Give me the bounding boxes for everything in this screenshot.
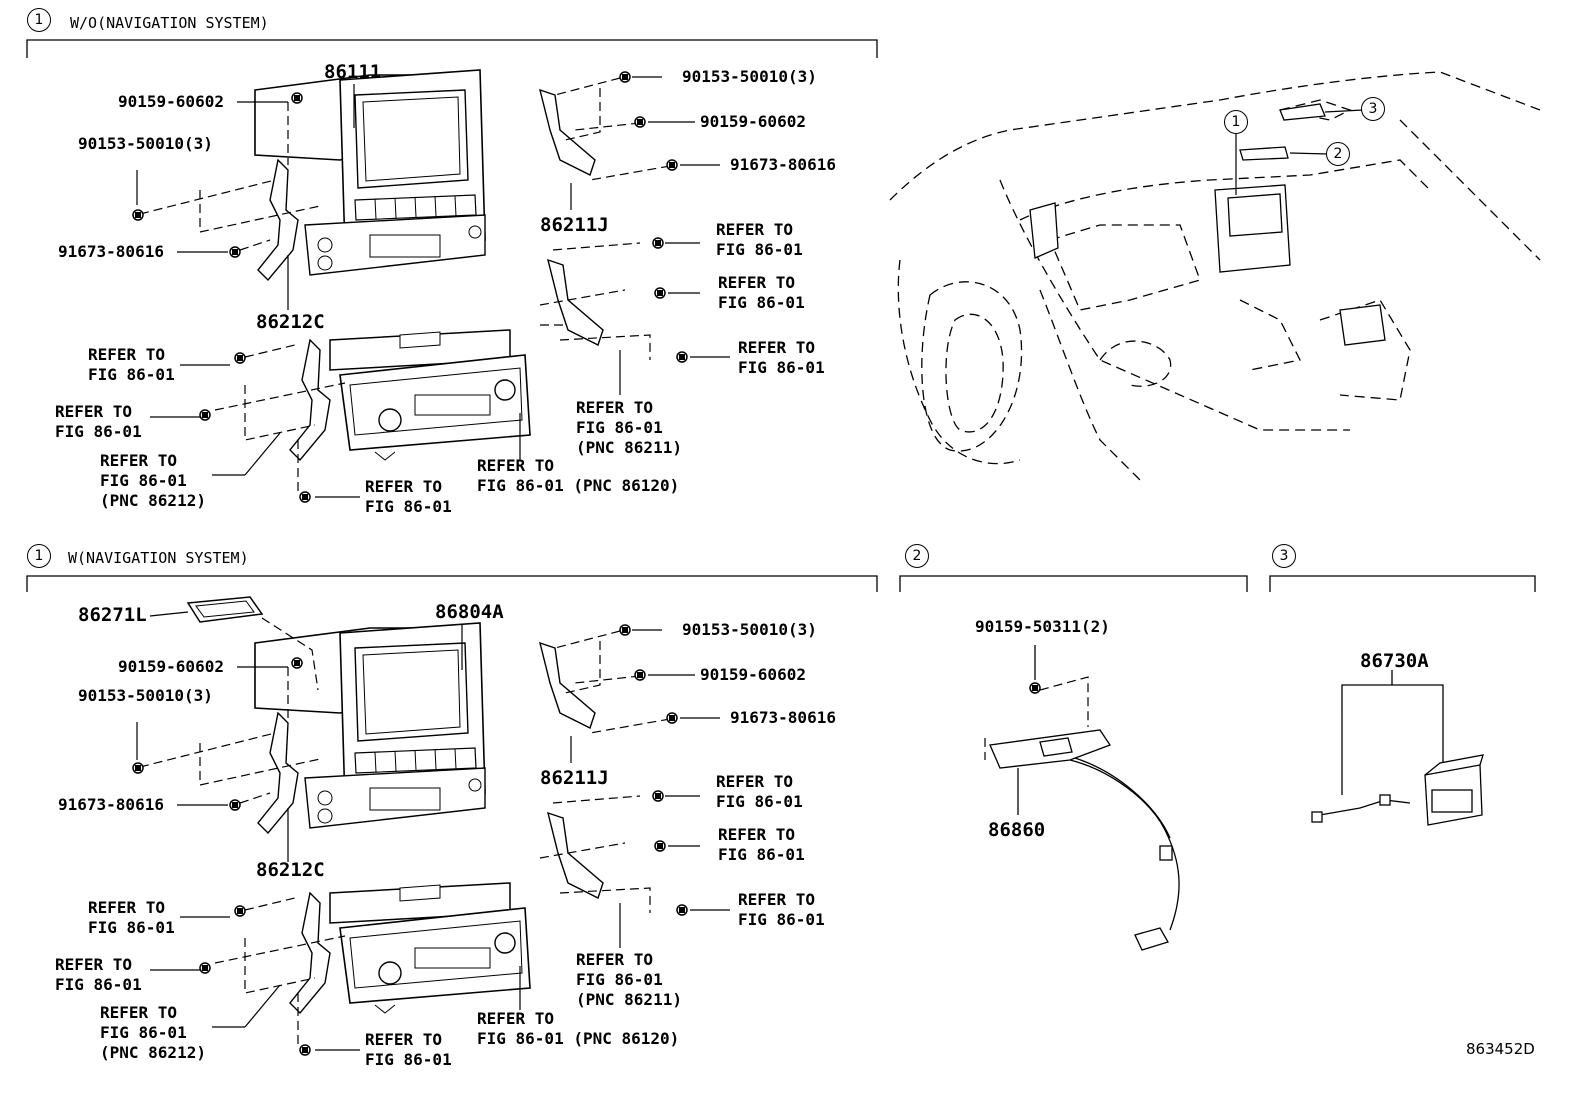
refer-note: REFER TO FIG 86-01	[55, 955, 142, 994]
refer-note: REFER TO FIG 86-01 (PNC 86120)	[477, 1009, 680, 1048]
refer-note: REFER TO FIG 86-01	[738, 338, 825, 377]
part-91673-80616-right: 91673-80616	[730, 708, 836, 727]
refer-note: REFER TO FIG 86-01	[365, 477, 452, 516]
part-90153-50010-right: 90153-50010(3)	[682, 620, 817, 639]
section-1b-number: 1	[27, 544, 51, 568]
part-90159-50311: 90159-50311(2)	[975, 617, 1110, 636]
part-86111: 86111	[324, 61, 382, 83]
section-1a-title: W/O(NAVIGATION SYSTEM)	[70, 14, 269, 32]
part-86212C: 86212C	[256, 859, 325, 881]
part-90159-60602-right: 90159-60602	[700, 112, 806, 131]
refer-note: REFER TO FIG 86-01 (PNC 86211)	[576, 398, 682, 457]
vehicle-callout-1: 1	[1224, 110, 1248, 134]
part-86212C: 86212C	[256, 311, 325, 333]
part-90153-50010-left: 90153-50010(3)	[78, 686, 213, 705]
part-91673-80616-right: 91673-80616	[730, 155, 836, 174]
part-90153-50010-right: 90153-50010(3)	[682, 67, 817, 86]
refer-note: REFER TO FIG 86-01 (PNC 86212)	[100, 1003, 206, 1062]
refer-note: REFER TO FIG 86-01 (PNC 86120)	[477, 456, 680, 495]
part-86860: 86860	[988, 819, 1046, 841]
part-86271L: 86271L	[78, 604, 147, 626]
refer-note: REFER TO FIG 86-01	[718, 825, 805, 864]
part-90153-50010-left: 90153-50010(3)	[78, 134, 213, 153]
refer-note: REFER TO FIG 86-01	[88, 345, 175, 384]
refer-note: REFER TO FIG 86-01	[738, 890, 825, 929]
part-90159-60602-right: 90159-60602	[700, 665, 806, 684]
part-86211J: 86211J	[540, 214, 609, 236]
diagram-code: 863452D	[1466, 1040, 1535, 1058]
vehicle-callout-2: 2	[1326, 142, 1350, 166]
refer-note: REFER TO FIG 86-01 (PNC 86211)	[576, 950, 682, 1009]
refer-note: REFER TO FIG 86-01	[716, 220, 803, 259]
part-91673-80616-left: 91673-80616	[58, 242, 164, 261]
refer-note: REFER TO FIG 86-01	[718, 273, 805, 312]
refer-note: REFER TO FIG 86-01	[55, 402, 142, 441]
part-90159-60602-left: 90159-60602	[118, 92, 224, 111]
vehicle-callout-3: 3	[1361, 97, 1385, 121]
part-86211J: 86211J	[540, 767, 609, 789]
section-1a-number: 1	[27, 8, 51, 32]
part-86730A: 86730A	[1360, 650, 1429, 672]
part-86804A: 86804A	[435, 601, 504, 623]
section-3-number: 3	[1272, 544, 1296, 568]
refer-note: REFER TO FIG 86-01	[88, 898, 175, 937]
part-91673-80616-left: 91673-80616	[58, 795, 164, 814]
refer-note: REFER TO FIG 86-01	[365, 1030, 452, 1069]
refer-note: REFER TO FIG 86-01	[716, 772, 803, 811]
refer-note: REFER TO FIG 86-01 (PNC 86212)	[100, 451, 206, 510]
section-1b-title: W(NAVIGATION SYSTEM)	[68, 549, 249, 567]
section-2-number: 2	[905, 544, 929, 568]
part-90159-60602-left: 90159-60602	[118, 657, 224, 676]
